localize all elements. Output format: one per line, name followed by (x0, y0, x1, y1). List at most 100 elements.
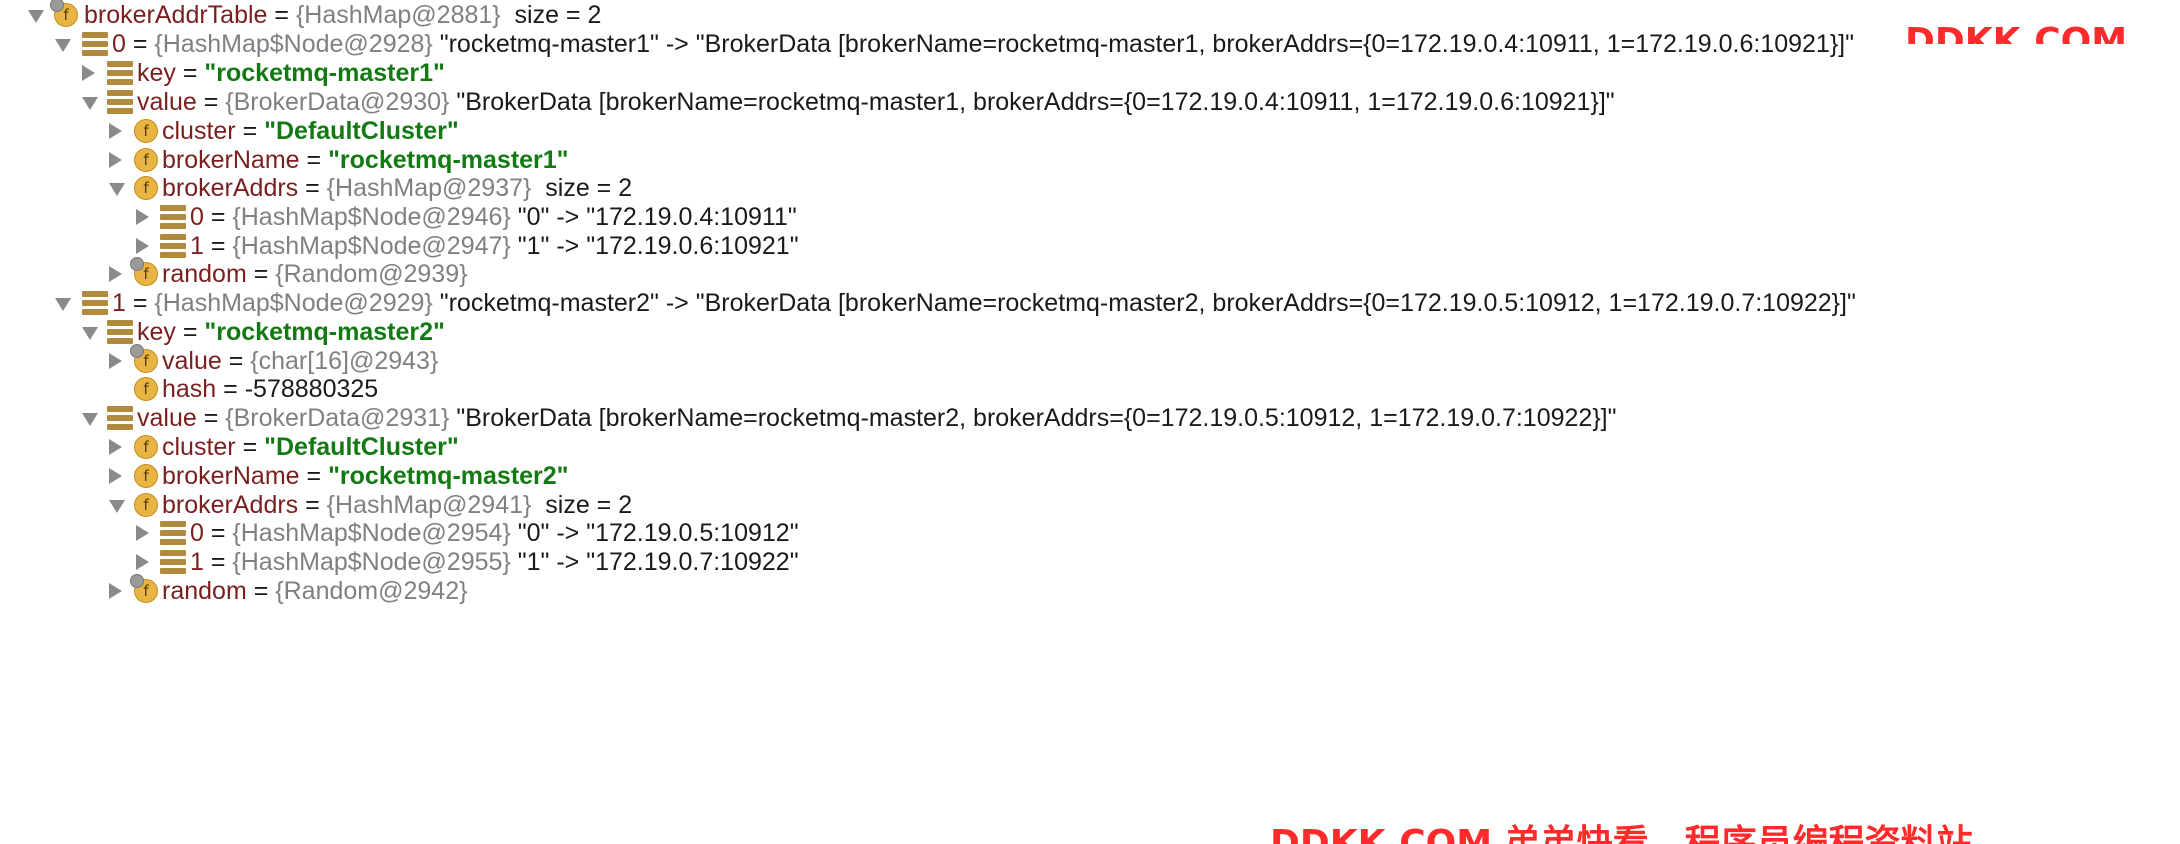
watermark-top-text: DDKK.COM (1905, 21, 2128, 44)
entry-value: "BrokerData [brokerName=rocketmq-master2… (456, 404, 1617, 432)
number-value: -578880325 (244, 375, 379, 403)
field-name: brokerName (162, 146, 300, 174)
row-text: key = "rocketmq-master1" (137, 59, 445, 87)
watermark-bottom: DDKK.COM 弟弟快看，程序员编程资料站 (1270, 812, 2180, 844)
watermark-bottom-text: DDKK.COM 弟弟快看，程序员编程资料站 (1270, 823, 1973, 844)
object-reference: {char[16]@2943} (250, 347, 439, 375)
list-entry-icon (107, 406, 133, 430)
object-reference: {HashMap$Node@2955} (232, 548, 511, 576)
object-reference: {HashMap@2937} (326, 174, 532, 202)
expand-arrow-icon[interactable] (55, 39, 71, 52)
collapse-arrow-icon[interactable] (109, 583, 122, 599)
row-text: brokerAddrTable = {HashMap@2881} size = … (84, 1, 602, 29)
list-entry-icon (107, 90, 133, 114)
field-name: cluster (162, 117, 236, 145)
field-icon: f (50, 0, 78, 27)
expand-arrow-icon[interactable] (109, 500, 125, 513)
expand-arrow-icon[interactable] (82, 97, 98, 110)
object-reference: {HashMap@2881} (295, 1, 501, 29)
string-value: "rocketmq-master1" (204, 59, 445, 87)
entry-value: "0" -> "172.19.0.4:10911" (517, 203, 797, 231)
row-text: value = {char[16]@2943} (162, 347, 439, 375)
row-text: value = {BrokerData@2931} "BrokerData [b… (137, 404, 1617, 432)
row-text: 0 = {HashMap$Node@2954} "0" -> "172.19.0… (190, 519, 799, 547)
string-value: "rocketmq-master2" (204, 318, 445, 346)
expand-arrow-icon[interactable] (109, 183, 125, 196)
row-text: 1 = {HashMap$Node@2947} "1" -> "172.19.0… (190, 232, 799, 260)
field-name: 1 (112, 289, 126, 317)
field-name: brokerAddrTable (84, 1, 268, 29)
field-name: 1 (190, 232, 204, 260)
collapse-arrow-icon[interactable] (82, 65, 95, 81)
list-entry-icon (160, 205, 186, 229)
field-icon: f (134, 148, 158, 172)
collapse-arrow-icon[interactable] (136, 238, 149, 254)
collapse-arrow-icon[interactable] (109, 266, 122, 282)
object-reference: {BrokerData@2930} (225, 88, 450, 116)
collapse-arrow-icon[interactable] (136, 525, 149, 541)
field-icon: f (134, 119, 158, 143)
field-name: 0 (190, 203, 204, 231)
object-reference: {HashMap$Node@2929} (154, 289, 433, 317)
field-name: 1 (190, 548, 204, 576)
row-text: value = {BrokerData@2930} "BrokerData [b… (137, 88, 1615, 116)
row-text: 1 = {HashMap$Node@2929} "rocketmq-master… (112, 289, 1856, 317)
field-name: key (137, 318, 176, 346)
row-text: hash = -578880325 (162, 375, 379, 403)
entry-value: "BrokerData [brokerName=rocketmq-master1… (456, 88, 1615, 116)
expand-arrow-icon[interactable] (28, 10, 44, 23)
field-name: hash (162, 375, 217, 403)
object-reference: {Random@2942} (275, 577, 468, 605)
row-text: cluster = "DefaultCluster" (162, 433, 459, 461)
object-reference: {HashMap$Node@2928} (154, 30, 433, 58)
list-entry-icon (160, 234, 186, 258)
entry-value: "rocketmq-master2" -> "BrokerData [broke… (439, 289, 1856, 317)
row-text: brokerAddrs = {HashMap@2937} size = 2 (162, 174, 633, 202)
collapse-arrow-icon[interactable] (136, 554, 149, 570)
field-icon: f (134, 464, 158, 488)
row-text: random = {Random@2942} (162, 577, 468, 605)
row-text: 0 = {HashMap$Node@2946} "0" -> "172.19.0… (190, 203, 797, 231)
entry-value: "0" -> "172.19.0.5:10912" (517, 519, 799, 547)
expand-arrow-icon[interactable] (82, 327, 98, 340)
string-value: "rocketmq-master1" (328, 146, 569, 174)
collapse-arrow-icon[interactable] (109, 123, 122, 139)
field-name: value (162, 347, 222, 375)
lock-overlay-icon (130, 257, 144, 271)
collapse-arrow-icon[interactable] (136, 209, 149, 225)
expand-arrow-icon[interactable] (82, 413, 98, 426)
field-name: 0 (190, 519, 204, 547)
list-entry-icon (160, 550, 186, 574)
string-value: "rocketmq-master2" (328, 462, 569, 490)
size-label: size = 2 (514, 1, 602, 29)
size-label: size = 2 (545, 174, 633, 202)
row-text: 0 = {HashMap$Node@2928} "rocketmq-master… (112, 30, 1855, 58)
field-name: brokerName (162, 462, 300, 490)
field-icon: f (130, 257, 158, 286)
field-name: random (162, 260, 247, 288)
lock-overlay-icon (130, 574, 144, 588)
field-name: value (137, 88, 197, 116)
field-name: random (162, 577, 247, 605)
object-reference: {Random@2939} (275, 260, 468, 288)
list-entry-icon (82, 32, 108, 56)
collapse-arrow-icon[interactable] (109, 353, 122, 369)
field-icon: f (130, 344, 158, 373)
collapse-arrow-icon[interactable] (109, 152, 122, 168)
expand-arrow-icon[interactable] (55, 298, 71, 311)
lock-overlay-icon (130, 344, 144, 358)
object-reference: {HashMap$Node@2947} (232, 232, 511, 260)
field-name: brokerAddrs (162, 491, 299, 519)
collapse-arrow-icon[interactable] (109, 468, 122, 484)
field-icon: f (134, 435, 158, 459)
list-entry-icon (82, 291, 108, 315)
collapse-arrow-icon[interactable] (109, 439, 122, 455)
field-name: brokerAddrs (162, 174, 299, 202)
list-entry-icon (107, 61, 133, 85)
string-value: "DefaultCluster" (264, 117, 459, 145)
entry-value: "1" -> "172.19.0.7:10922" (517, 548, 799, 576)
list-entry-icon (160, 521, 186, 545)
object-reference: {HashMap$Node@2946} (232, 203, 511, 231)
field-icon: f (134, 176, 158, 200)
field-name: cluster (162, 433, 236, 461)
